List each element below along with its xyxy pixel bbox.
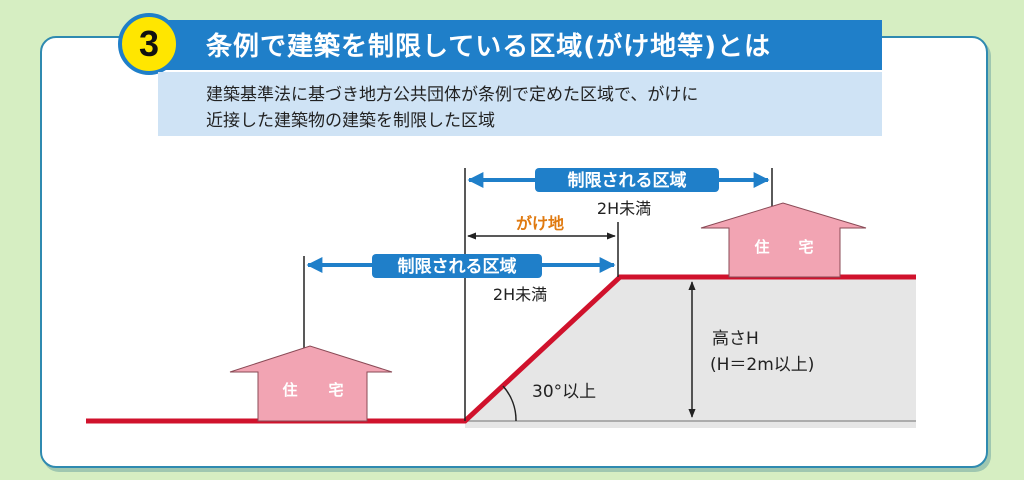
height-label: 高さH (712, 329, 759, 349)
page-title: 条例で建築を制限している区域(がけ地等)とは (206, 32, 771, 62)
house-left-label-2: 宅 (328, 381, 343, 399)
upper-restricted-label: 制限される区域 (568, 170, 687, 191)
lower-restricted-label-bg (372, 254, 542, 278)
number-badge: 3 (118, 13, 180, 75)
description-box (158, 72, 882, 136)
house-left: 住 宅 (229, 345, 393, 422)
lower-restricted-label: 制限される区域 (398, 256, 517, 277)
house-left-label-1: 住 (282, 381, 297, 399)
title-bar (158, 20, 882, 70)
house-right: 住 宅 (700, 202, 867, 278)
upper-restricted-label-bg (535, 168, 719, 192)
upper-distance-label: 2H未満 (597, 199, 651, 218)
description-line-1: 建築基準法に基づき地方公共団体が条例で定めた区域で、がけに (206, 85, 699, 105)
description-line-2: 近接した建築物の建築を制限した区域 (206, 111, 495, 131)
house-right-label-2: 宅 (798, 238, 813, 256)
height-condition: (H＝2m以上) (710, 355, 814, 375)
angle-arc (502, 385, 517, 422)
house-right-label-1: 住 (754, 238, 769, 256)
cliff-label: がけ地 (516, 214, 564, 233)
lower-distance-label: 2H未満 (493, 285, 547, 304)
angle-label: 30°以上 (532, 382, 596, 402)
